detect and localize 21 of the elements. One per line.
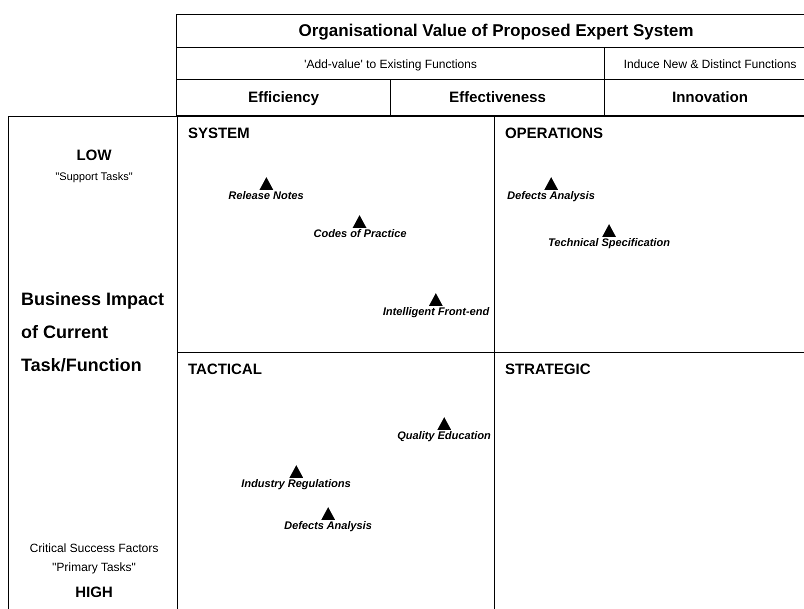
axis-title: Business Impact of Current Task/Function	[21, 288, 166, 377]
point-label: Defects Analysis	[284, 520, 372, 532]
quadrant-title: SYSTEM	[188, 125, 250, 142]
axis-panel	[8, 116, 178, 609]
point-label: Quality Education	[397, 430, 491, 442]
axis-note: "Primary Tasks"	[52, 560, 136, 574]
axis-note: Critical Success Factors	[30, 541, 158, 555]
axis-end-label: HIGH	[75, 584, 113, 601]
point-label: Release Notes	[228, 190, 304, 202]
axis-end-label: LOW	[76, 147, 112, 164]
point-label: Industry Regulations	[241, 478, 351, 490]
point-label: Defects Analysis	[507, 190, 595, 202]
point-label: Intelligent Front-end	[382, 306, 490, 318]
quadrant-title: OPERATIONS	[505, 125, 604, 142]
quadrant-title: STRATEGIC	[505, 361, 591, 378]
column-header: Efficiency	[176, 79, 391, 116]
quadrant-title: TACTICAL	[188, 361, 262, 378]
point-label: Codes of Practice	[314, 228, 406, 240]
axis-note: "Support Tasks"	[55, 171, 133, 183]
point-label: Technical Specification	[548, 237, 670, 249]
matrix-heading: Organisational Value of Proposed Expert System	[176, 14, 804, 48]
